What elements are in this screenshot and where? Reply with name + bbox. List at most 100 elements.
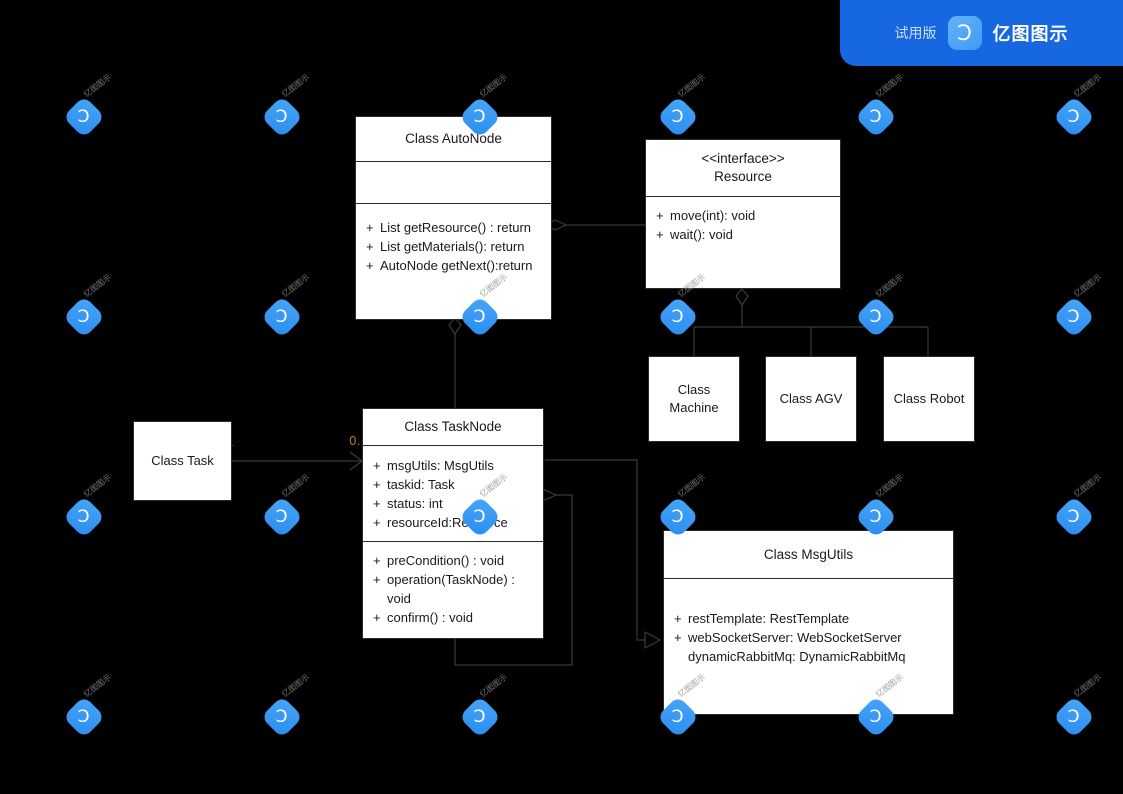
watermark-logo-icon: Ɔ [1052,495,1096,539]
watermark-text: 亿图图示 [82,472,113,500]
member-row: + resourceId:Resource [373,515,508,530]
member-row: + AutoNode getNext():return [366,258,533,273]
watermark-logo-icon: Ɔ [1052,695,1096,739]
watermark-logo-icon: Ɔ [62,95,106,139]
class-attributes-msgutils: + restTemplate: RestTemplate + webSocket… [664,578,953,715]
class-operations-autonode: + List getResource() : return + List get… [356,203,551,319]
watermark-text: 亿图图示 [874,272,905,300]
watermark-text: 亿图图示 [676,472,707,500]
watermark-logo-icon: Ɔ [656,295,700,339]
class-box-resource[interactable]: <<interface>> Resource + move(int): void… [645,139,841,289]
class-box-machine[interactable]: Class Machine [648,356,740,442]
member-row: dynamicRabbitMq: DynamicRabbitMq [688,649,906,664]
edraw-logo-icon: Ɔ [947,16,982,50]
class-box-msgutils[interactable]: Class MsgUtils + restTemplate: RestTempl… [663,530,954,715]
class-title-msgutils: Class MsgUtils [664,531,953,578]
watermark-logo-icon: Ɔ [260,695,304,739]
watermark-text: 亿图图示 [82,272,113,300]
connector-resource-subclasses [693,288,929,356]
watermark-logo-icon: Ɔ [854,295,898,339]
watermark-logo-icon: Ɔ [62,295,106,339]
class-name-machine: Class Machine [669,381,718,417]
class-title-autonode: Class AutoNode [356,117,551,161]
watermark-text: 亿图图示 [82,72,113,100]
trial-label: 试用版 [894,26,937,42]
watermark-text: 亿图图示 [1072,472,1103,500]
class-name-agv: Class AGV [779,391,843,406]
class-operations-resource: + move(int): void + wait(): void [646,196,840,289]
class-box-task[interactable]: Class Task [133,421,232,501]
watermark-logo-icon: Ɔ [62,695,106,739]
connector-tasknode-msgutils [545,459,662,649]
watermark-text: 亿图图示 [478,72,509,100]
member-row: + operation(TaskNode) : void [373,572,519,606]
watermark-logo-icon: Ɔ [260,295,304,339]
member-row: + move(int): void [656,208,756,223]
watermark-text: 亿图图示 [874,72,905,100]
class-attributes-autonode [356,161,551,203]
member-row: + webSocketServer: WebSocketServer [674,630,902,645]
class-name-tasknode: Class TaskNode [404,419,502,434]
watermark-logo-icon: Ɔ [656,95,700,139]
class-name-machine-line1: Class [677,382,711,397]
member-row: + restTemplate: RestTemplate [674,611,850,626]
trial-banner: 试用版 Ɔ 亿图图示 [840,0,1123,66]
class-name-machine-line2: Machine [669,400,719,415]
watermark-text: 亿图图示 [874,472,905,500]
watermark-text: 亿图图示 [280,72,311,100]
watermark-logo-icon: Ɔ [62,495,106,539]
member-row: + confirm() : void [373,610,473,625]
class-operations-tasknode: + preCondition() : void + operation(Task… [363,541,543,640]
class-name-robot: Class Robot [893,391,965,406]
member-row: + msgUtils: MsgUtils [373,458,494,473]
watermark-logo-icon: Ɔ [1052,295,1096,339]
watermark-logo-icon: Ɔ [854,95,898,139]
class-box-robot[interactable]: Class Robot [883,356,975,442]
member-row: + preCondition() : void [373,553,505,568]
class-box-autonode[interactable]: Class AutoNode + List getResource() : re… [355,116,552,320]
watermark-text: 亿图图示 [82,672,113,700]
connector-task-tasknode [232,451,363,471]
member-row: + wait(): void [656,227,733,242]
connector-autonode-tasknode [448,317,462,408]
class-title-resource: <<interface>> Resource [646,140,840,196]
watermark-logo-icon: Ɔ [260,95,304,139]
class-name-resource: Resource [714,169,772,184]
watermark-text: 亿图图示 [676,72,707,100]
watermark-text: 亿图图示 [280,472,311,500]
class-box-tasknode[interactable]: Class TaskNode + msgUtils: MsgUtils + ta… [362,408,544,639]
class-name-autonode: Class AutoNode [405,131,502,146]
watermark-text: 亿图图示 [478,672,509,700]
watermark-logo-icon: Ɔ [260,495,304,539]
class-box-agv[interactable]: Class AGV [765,356,857,442]
class-attributes-tasknode: + msgUtils: MsgUtils + taskid: Task + st… [363,445,543,541]
member-row: + List getResource() : return [366,220,532,235]
connector-autonode-resource [543,219,645,231]
watermark-text: 亿图图示 [280,672,311,700]
watermark-logo-icon: Ɔ [458,695,502,739]
brand-name: 亿图图示 [992,24,1069,45]
watermark-text: 亿图图示 [280,272,311,300]
class-stereotype-resource: <<interface>> [701,151,785,166]
class-name-msgutils: Class MsgUtils [763,546,854,562]
member-row: + List getMaterials(): return [366,239,525,254]
member-row: + status: int [373,496,443,511]
